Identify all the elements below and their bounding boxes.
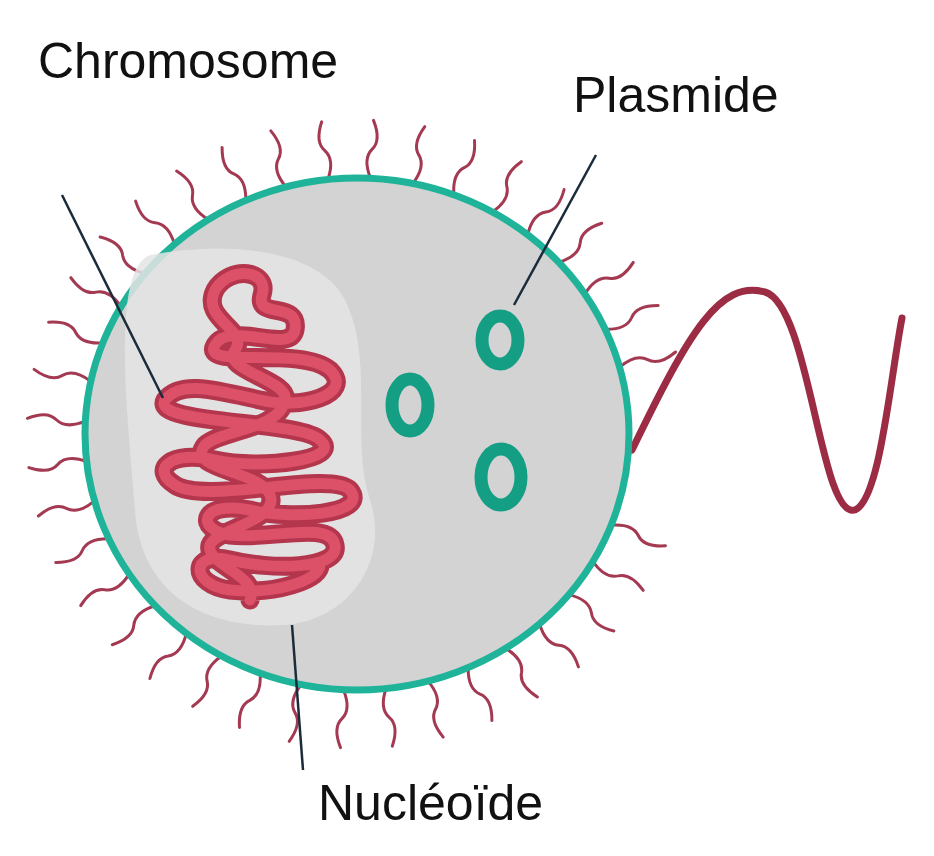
part-label: Nucléoïde — [318, 778, 543, 828]
pilus — [506, 648, 538, 697]
pilus — [56, 539, 109, 563]
pilus — [540, 624, 579, 667]
pilus — [193, 656, 222, 706]
pilus — [38, 501, 94, 516]
pilus — [81, 574, 130, 606]
pilus — [620, 352, 676, 367]
pilus — [112, 606, 155, 645]
pilus — [383, 689, 395, 747]
pilus — [150, 633, 186, 678]
part-label: Plasmide — [573, 70, 779, 120]
pilus — [29, 459, 87, 471]
flagellum — [632, 290, 902, 510]
cell-membrane — [85, 178, 629, 690]
pilus — [367, 120, 377, 178]
pilus — [71, 278, 121, 307]
pilus — [177, 171, 209, 220]
plasmids — [392, 316, 521, 505]
pilus — [454, 141, 475, 195]
pilus — [569, 595, 614, 631]
pilus — [605, 306, 658, 330]
chromosome — [164, 274, 353, 600]
pilus — [239, 673, 260, 727]
pilus — [492, 162, 521, 212]
pilus — [585, 262, 634, 294]
pilus — [337, 690, 347, 748]
pilus — [136, 201, 175, 244]
pilus — [222, 147, 246, 200]
pilus — [611, 525, 665, 546]
pilus — [528, 190, 564, 235]
part-label: Chromosome — [38, 36, 338, 86]
leader-lines — [62, 155, 596, 770]
pilus — [49, 322, 103, 343]
pilus — [271, 131, 286, 187]
pili — [27, 120, 675, 747]
pilus — [413, 127, 425, 184]
pilus — [34, 369, 91, 381]
nucleoid-region — [125, 249, 375, 626]
pilus — [27, 415, 85, 425]
pilus — [319, 122, 331, 180]
pilus — [593, 562, 643, 591]
pilus — [559, 223, 602, 262]
pilus — [428, 681, 443, 737]
pilus — [468, 668, 492, 721]
